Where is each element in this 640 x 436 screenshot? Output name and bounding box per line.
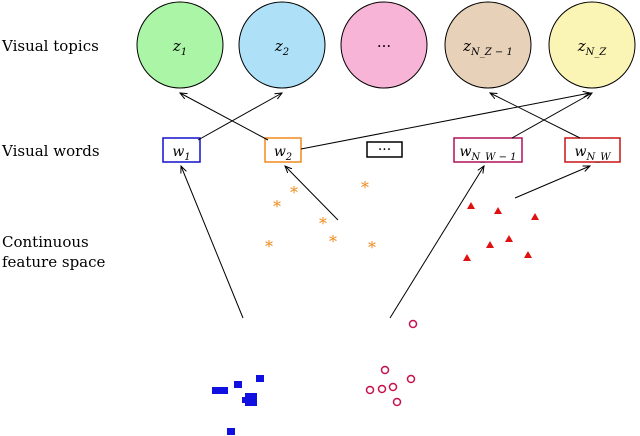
- square-point: [234, 381, 242, 388]
- row-label-line2: feature space: [2, 253, 106, 271]
- word-label-1: w1: [172, 144, 190, 163]
- word-label-ellipsis: ···: [378, 142, 391, 158]
- feature-word-arrows: [181, 166, 590, 319]
- topic-node-nz-minus-1: zN_Z − 1: [444, 1, 532, 89]
- star-point: *: [265, 237, 273, 256]
- arrow-triangles-wnw: [514, 166, 590, 199]
- word-node-1: w1: [162, 137, 201, 163]
- topic-circle-ellipsis: [340, 1, 428, 89]
- word-box-ellipsis: [366, 141, 403, 158]
- word-node-nw-minus-1: wN_W − 1: [453, 137, 523, 163]
- arrow-wnw-znz1: [490, 93, 581, 139]
- topic-circle-nz-minus-1: [444, 1, 532, 89]
- topic-label-1: z1: [172, 37, 187, 58]
- arrow-wnw1-znz: [511, 93, 592, 139]
- word-label-2: w2: [274, 144, 292, 163]
- blue-square-cluster: [212, 375, 264, 435]
- circle-point: [380, 365, 390, 375]
- square-point: [242, 397, 248, 403]
- arrow-w2-znz: [300, 93, 590, 150]
- red-triangle-cluster: [463, 202, 539, 261]
- triangle-point: [467, 202, 475, 209]
- word-box-2: [264, 137, 302, 163]
- word-topic-arrows: [180, 93, 592, 150]
- topic-node-ellipsis: ···: [340, 1, 428, 89]
- arrow-w2-z1: [180, 93, 269, 141]
- row-label-continuous-feature-space: Continuous feature space: [2, 232, 105, 272]
- circle-point: [408, 319, 418, 329]
- word-box-nw-minus-1: [453, 137, 523, 163]
- triangle-point: [463, 254, 471, 261]
- word-node-2: w2: [264, 137, 302, 163]
- word-label-nw-minus-1: wN_W − 1: [459, 144, 516, 163]
- topic-node-1: z1: [136, 1, 224, 89]
- square-point: [256, 375, 264, 382]
- word-label-nw: wN_W: [574, 144, 611, 163]
- topic-circle-2: [238, 1, 326, 89]
- arrow-w1-z2: [197, 93, 282, 141]
- square-point: [227, 428, 235, 435]
- star-point: *: [319, 214, 327, 233]
- topic-node-nz: zN_Z: [548, 1, 636, 89]
- word-box-1: [162, 137, 201, 163]
- circle-point: [406, 374, 416, 384]
- star-point: *: [273, 197, 281, 216]
- circle-point: [377, 384, 387, 394]
- circle-point: [392, 397, 402, 407]
- arrow-circles-wnw1: [389, 166, 484, 319]
- arrow-stars-w2: [285, 166, 339, 221]
- star-point: *: [290, 183, 298, 202]
- word-box-nw: [564, 137, 621, 163]
- triangle-point: [486, 241, 494, 248]
- crimson-circle-cluster: [365, 319, 418, 407]
- topic-label-nz-minus-1: zN_Z − 1: [462, 37, 513, 58]
- orange-star-cluster: * * * * * * *: [265, 178, 376, 257]
- row-label-visual-topics: Visual topics: [2, 37, 99, 55]
- word-node-ellipsis: ···: [366, 141, 403, 158]
- star-point: *: [361, 178, 369, 197]
- word-node-nw: wN_W: [564, 137, 621, 163]
- circle-point: [365, 385, 375, 395]
- triangle-point: [505, 235, 513, 242]
- topic-circle-nz: [548, 1, 636, 89]
- circle-point: [388, 382, 398, 392]
- row-label-line1: Continuous: [2, 233, 89, 251]
- star-point: *: [368, 238, 376, 257]
- arrow-squares-w1: [181, 166, 244, 319]
- topic-circle-1: [136, 1, 224, 89]
- triangle-point: [524, 251, 532, 258]
- topic-label-2: z2: [274, 37, 289, 58]
- star-point: *: [329, 232, 337, 251]
- triangle-point: [494, 207, 502, 214]
- topic-label-nz: zN_Z: [577, 37, 608, 58]
- square-point: [212, 387, 228, 394]
- topic-node-2: z2: [238, 1, 326, 89]
- topic-label-ellipsis: ···: [377, 37, 391, 55]
- triangle-point: [531, 213, 539, 220]
- row-label-visual-words: Visual words: [2, 142, 100, 160]
